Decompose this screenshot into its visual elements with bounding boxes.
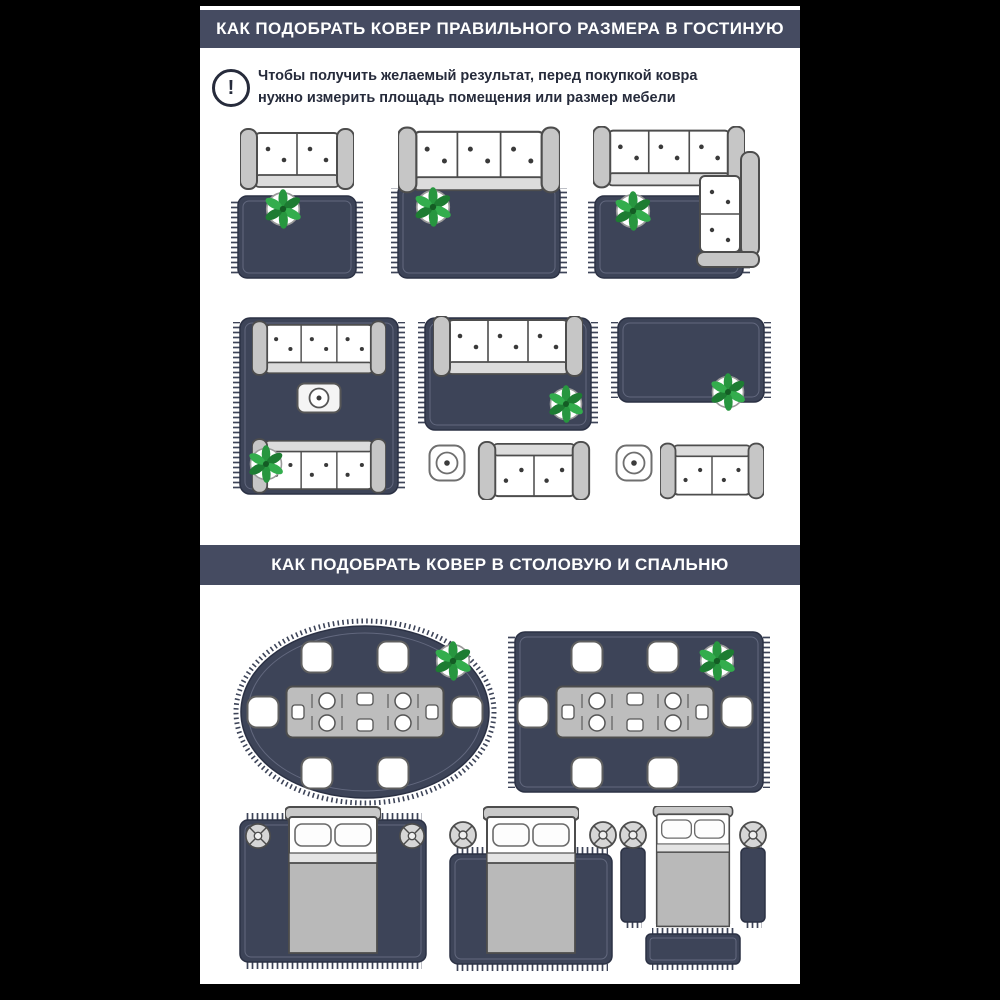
bed xyxy=(652,806,734,928)
diagram-bedside-runners-and-foot-mat xyxy=(619,806,767,970)
sofa-facing-up xyxy=(477,440,591,500)
side-table xyxy=(428,444,466,482)
letterbox-top xyxy=(0,0,1000,6)
dining-table xyxy=(555,685,715,739)
diagram-small-rug-separate-from-furniture xyxy=(611,317,771,500)
diagram-rug-under-sofa-front-legs xyxy=(391,126,567,279)
bed xyxy=(483,806,579,955)
diagrams-illustration xyxy=(231,126,771,971)
chair xyxy=(570,756,604,790)
chair xyxy=(646,640,680,674)
chair xyxy=(516,695,550,729)
diagram-oval-rug-dining xyxy=(233,618,497,806)
chair xyxy=(570,640,604,674)
note-line-2: нужно измерить площадь помещения или раз… xyxy=(258,90,676,106)
corner-sofa-chaise xyxy=(696,151,760,268)
side-table xyxy=(615,444,653,482)
coffee-table xyxy=(296,382,342,414)
foot-mat xyxy=(645,933,741,965)
diagram-small-rug-in-front-of-sofa xyxy=(231,128,363,279)
diagram-large-rug-under-all-furniture xyxy=(233,317,405,495)
exclamation-icon: ! xyxy=(212,69,250,107)
bedside-table xyxy=(619,821,647,849)
bedside-table xyxy=(399,823,425,849)
bedside-table xyxy=(589,821,617,849)
sofa xyxy=(252,320,386,376)
diagram-rug-under-main-sofa-only xyxy=(418,316,598,500)
chair xyxy=(300,640,334,674)
bed xyxy=(285,806,381,955)
chair xyxy=(300,756,334,790)
infographic-page: КАК ПОДОБРАТЬ КОВЕР ПРАВИЛЬНОГО РАЗМЕРА … xyxy=(200,0,800,1000)
bedside-table xyxy=(449,821,477,849)
chair xyxy=(720,695,754,729)
sofa xyxy=(433,316,583,377)
diagram-rect-rug-dining xyxy=(508,631,770,793)
bedside-runner xyxy=(620,847,646,923)
section-header-living-room: КАК ПОДОБРАТЬ КОВЕР ПРАВИЛЬНОГО РАЗМЕРА … xyxy=(200,10,800,48)
bedside-table xyxy=(245,823,271,849)
note-text: Чтобы получить желаемый результат, перед… xyxy=(258,65,697,109)
chair xyxy=(246,695,280,729)
bedside-runner xyxy=(740,847,766,923)
letterbox-right xyxy=(800,0,1000,1000)
rug-fringe xyxy=(233,618,497,806)
letterbox-left xyxy=(0,0,200,1000)
sofa xyxy=(398,126,560,194)
chair xyxy=(376,640,410,674)
sofa xyxy=(240,128,354,191)
note-block: ! Чтобы получить желаемый результат, пер… xyxy=(200,64,800,116)
diagram-rug-under-lower-two-thirds-of-bed xyxy=(449,806,617,971)
dining-table xyxy=(285,685,445,739)
exclamation-glyph: ! xyxy=(227,76,235,99)
chair xyxy=(450,695,484,729)
note-line-1: Чтобы получить желаемый результат, перед… xyxy=(258,68,698,84)
sofa-facing-up xyxy=(660,442,764,500)
diagram-rug-under-entire-bed xyxy=(239,806,427,969)
letterbox-bottom xyxy=(0,984,1000,1000)
chair xyxy=(646,756,680,790)
bedside-table xyxy=(739,821,767,849)
chair xyxy=(376,756,410,790)
diagram-rug-with-corner-sofa xyxy=(588,126,760,279)
section-header-dining-bedroom: КАК ПОДОБРАТЬ КОВЕР В СТОЛОВУЮ И СПАЛЬНЮ xyxy=(200,545,800,585)
